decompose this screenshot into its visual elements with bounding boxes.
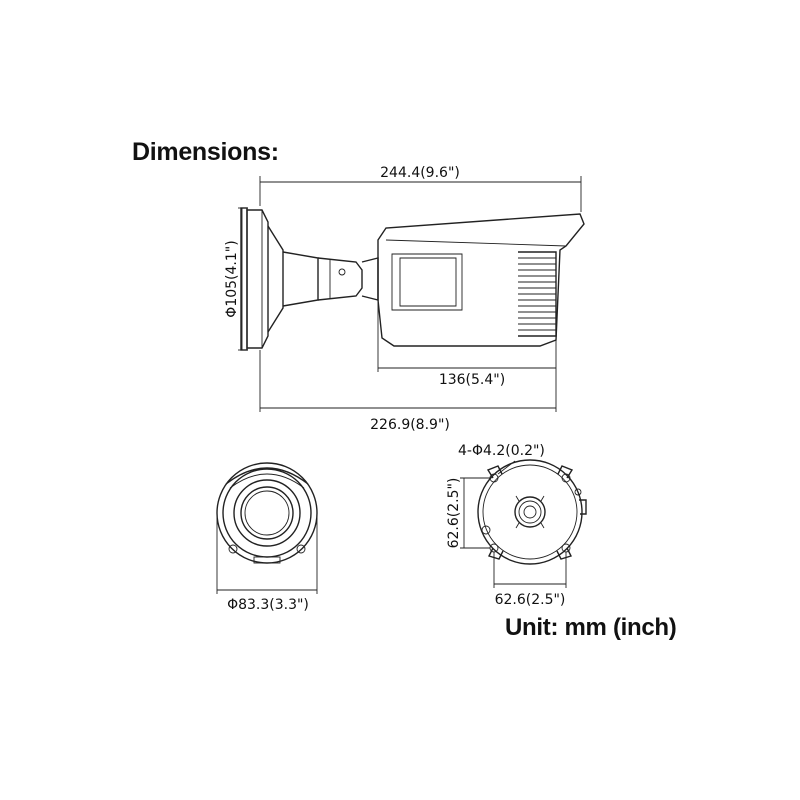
- page-title: Dimensions:: [132, 138, 279, 166]
- unit-label: Unit: mm (inch): [505, 614, 677, 641]
- hole-spacing-vertical-label: 62.6(2.5"): [446, 478, 462, 549]
- body-length-label: 136(5.4"): [439, 372, 505, 388]
- hole-spec-label: 4-Φ4.2(0.2"): [458, 443, 545, 459]
- mount-diameter-label: Φ105(4.1"): [224, 240, 240, 317]
- side-view: 244.4(9.6") Φ105(4.1") 136(5.4") 226.9(8…: [224, 165, 585, 433]
- front-view: Φ83.3(3.3"): [216, 462, 318, 613]
- base-length-label: 226.9(8.9"): [370, 417, 450, 433]
- base-view: 4-Φ4.2(0.2") 62.6(2.5") 62.6(2.5"): [446, 443, 587, 608]
- hole-spacing-horizontal-label: 62.6(2.5"): [495, 592, 566, 608]
- overall-length-label: 244.4(9.6"): [380, 165, 460, 181]
- front-diameter-label: Φ83.3(3.3"): [227, 597, 309, 613]
